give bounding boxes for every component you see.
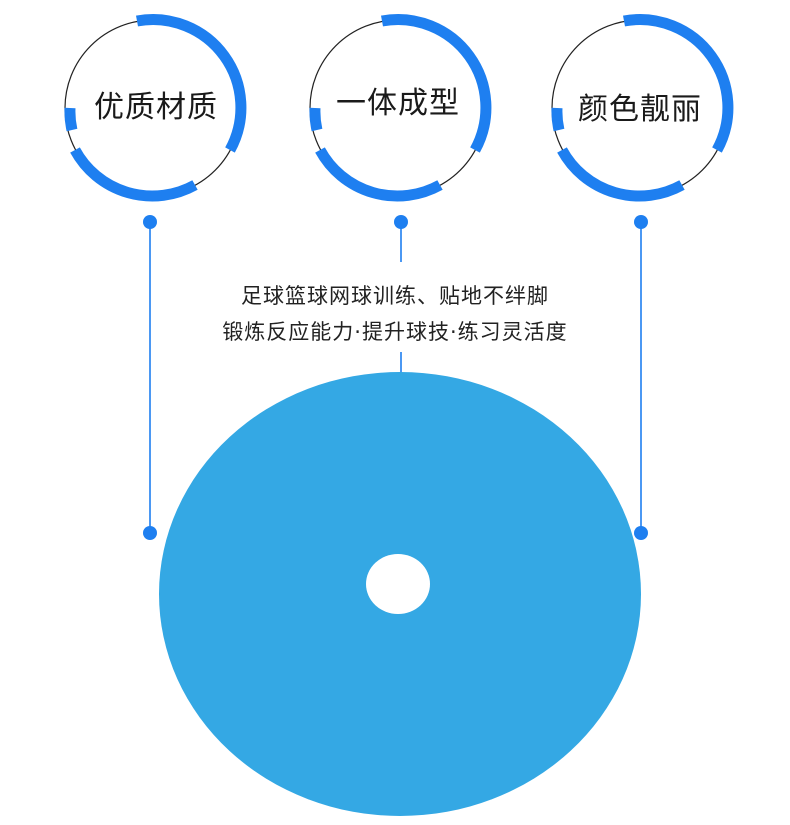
caption-line-1: 足球篮球网球训练、贴地不绊脚 <box>241 284 549 308</box>
dot-icon <box>143 526 157 540</box>
marker-disc <box>159 372 641 816</box>
dot-icon <box>634 526 648 540</box>
feature-badge-material <box>64 14 247 202</box>
caption-line-2: 锻炼反应能力·提升球技·练习灵活度 <box>222 320 568 344</box>
feature-badge-color <box>551 14 734 202</box>
dot-icon <box>634 215 648 229</box>
feature-label-color: 颜色靓丽 <box>578 92 702 127</box>
feature-label-molding: 一体成型 <box>336 86 460 121</box>
badge-blue-arc <box>309 14 492 202</box>
disc-center-hole <box>366 554 430 614</box>
dot-icon <box>143 215 157 229</box>
dot-icon <box>394 215 408 229</box>
feature-label-material: 优质材质 <box>94 90 218 125</box>
badge-blue-arc <box>64 14 247 202</box>
feature-badge-molding <box>309 14 492 202</box>
connector-dots <box>143 215 648 540</box>
badge-blue-arc <box>551 14 734 202</box>
